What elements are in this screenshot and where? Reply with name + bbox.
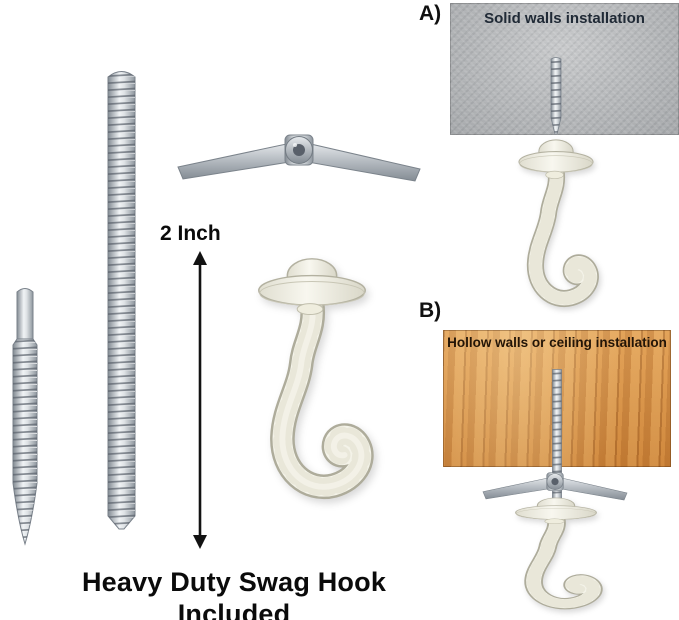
panel-a-photo: Solid walls installation: [450, 3, 679, 135]
threaded-rod-image: [107, 71, 136, 530]
panel-a-swag-hook-image: [518, 139, 599, 308]
panel-b-caption: Hollow walls or ceiling installation: [447, 335, 667, 350]
panel-b-swag-hook-image: [515, 497, 603, 610]
toggle-wing-anchor-image: [177, 134, 421, 182]
panel-b-label: B): [419, 299, 442, 322]
panel-a-screw-image: [550, 57, 562, 135]
panel-a-caption: Solid walls installation: [484, 10, 645, 27]
panel-b-rod-image: [552, 369, 562, 501]
swag-hook-image: [258, 258, 374, 500]
measurement-label: 2 Inch: [160, 222, 221, 245]
product-title-line1: Heavy Duty Swag Hook: [81, 567, 387, 597]
product-title-line2: Included: [177, 599, 291, 620]
product-title: Heavy Duty Swag Hook Included: [8, 566, 460, 620]
wood-screw-image: [12, 288, 38, 546]
panel-a-label: A): [419, 2, 442, 25]
measurement-arrow: [193, 251, 207, 549]
panel-b-toggle-anchor-image: [482, 472, 628, 501]
